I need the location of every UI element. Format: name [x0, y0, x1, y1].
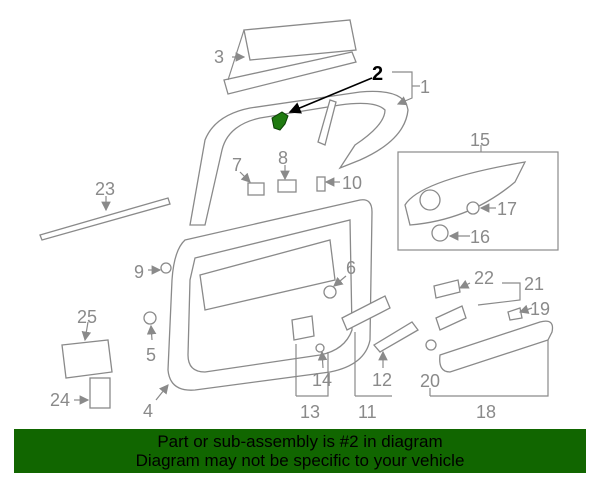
callout-1: 1	[420, 77, 430, 97]
callout-5: 5	[146, 345, 156, 365]
info-banner: Part or sub-assembly is #2 in diagram Di…	[14, 429, 586, 473]
callout-4: 4	[143, 401, 153, 421]
callout-12: 12	[372, 370, 392, 390]
callout-25: 25	[77, 307, 97, 327]
part-1-frame-trim[interactable]	[189, 90, 409, 226]
leader-lines	[74, 52, 549, 405]
part-15-box[interactable]	[397, 151, 559, 251]
part-21[interactable]	[435, 305, 467, 331]
part-12[interactable]	[373, 321, 419, 353]
part-7[interactable]	[247, 182, 265, 196]
part-20[interactable]	[425, 339, 437, 351]
callout-14: 14	[312, 370, 332, 390]
callout-20: 20	[420, 371, 440, 391]
callout-17: 17	[497, 199, 517, 219]
part-18-armrest[interactable]	[439, 320, 554, 373]
part-17	[466, 201, 480, 215]
callout-23: 23	[95, 179, 115, 199]
part-22[interactable]	[433, 279, 461, 299]
part-2-clip-highlighted[interactable]	[271, 111, 289, 131]
part-14b[interactable]	[315, 343, 325, 353]
banner-line-disclaimer: Diagram may not be specific to your vehi…	[135, 451, 465, 470]
part-4-door-panel[interactable]	[167, 199, 373, 391]
callout-15: 15	[470, 130, 490, 150]
callout-7: 7	[232, 155, 242, 175]
part-23-strip[interactable]	[39, 197, 171, 241]
part-9[interactable]	[160, 262, 172, 274]
parts-diagram: 1 2 3 4 5 6 7 8 9 10 11 12 13 14 15 16 1…	[39, 19, 559, 422]
callout-6: 6	[346, 258, 356, 278]
callout-10: 10	[342, 173, 362, 193]
callout-16: 16	[470, 227, 490, 247]
part-24[interactable]	[89, 377, 111, 409]
part-19[interactable]	[507, 307, 523, 321]
callout-13: 13	[300, 402, 320, 422]
banner-line-part-info: Part or sub-assembly is #2 in diagram	[157, 432, 443, 451]
callout-21: 21	[524, 274, 544, 294]
callout-3: 3	[214, 47, 224, 67]
part-16	[431, 224, 449, 242]
callout-19: 19	[530, 299, 550, 319]
part-5[interactable]	[143, 311, 157, 325]
part-10[interactable]	[316, 176, 326, 192]
callout-9: 9	[134, 262, 144, 282]
callout-11: 11	[358, 402, 377, 422]
part-6[interactable]	[323, 285, 337, 299]
callout-2-highlighted: 2	[372, 63, 383, 85]
part-25[interactable]	[61, 339, 113, 379]
callout-24: 24	[50, 390, 70, 410]
callout-8: 8	[278, 148, 288, 168]
part-14[interactable]	[291, 315, 315, 341]
callout-18: 18	[476, 402, 496, 422]
part-8[interactable]	[277, 179, 297, 193]
part-11[interactable]	[341, 295, 391, 331]
callout-22: 22	[474, 268, 494, 288]
